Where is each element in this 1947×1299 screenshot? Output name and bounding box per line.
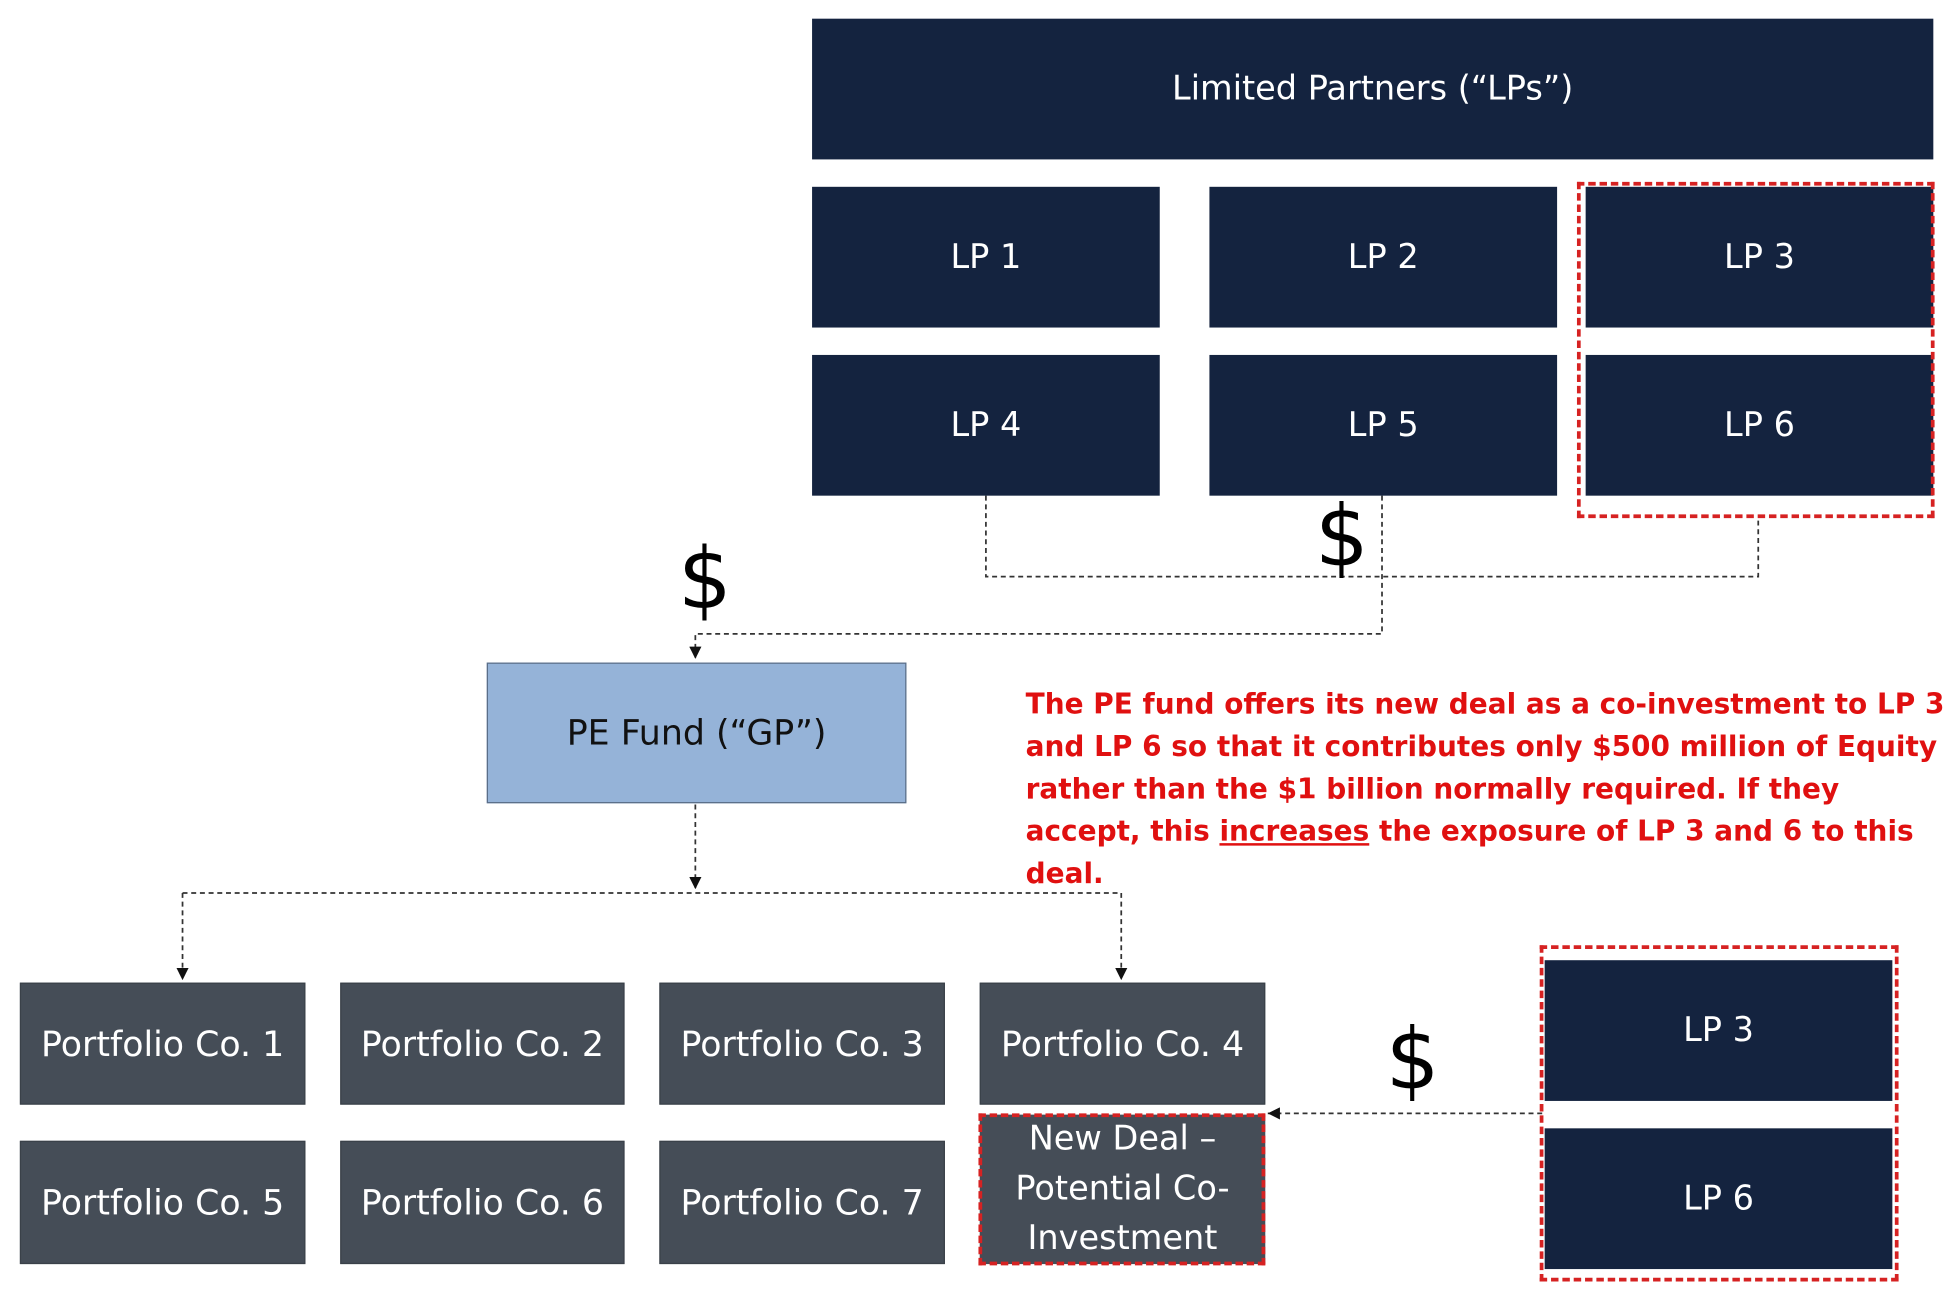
lp-4-label: LP 4 [950, 406, 1022, 445]
portfolio-co-3-box: Portfolio Co. 3 [659, 982, 945, 1105]
dollar-icon-gp: $ [677, 530, 732, 629]
co-investment-note: The PE fund offers its new deal as a co-… [1026, 684, 1945, 896]
portfolio-co-3-label: Portfolio Co. 3 [680, 1023, 924, 1065]
portfolio-co-6-label: Portfolio Co. 6 [360, 1181, 605, 1223]
portfolio-co-1-label: Portfolio Co. 1 [41, 1023, 285, 1065]
portfolio-co-2-label: Portfolio Co. 2 [360, 1023, 605, 1065]
lp-6-label: LP 6 [1724, 406, 1795, 445]
lp-5-box: LP 5 [1209, 354, 1558, 496]
lp-to-gp-arrow [689, 495, 1383, 659]
dollar-icon-coinvest: $ [1385, 1011, 1440, 1110]
dollar-icon-lps: $ [1314, 488, 1369, 587]
coinvest-lp-6-box: LP 6 [1544, 1128, 1893, 1270]
portfolio-co-7-box: Portfolio Co. 7 [659, 1140, 945, 1265]
limited-partners-header-label: Limited Partners (“LPs”) [1172, 69, 1574, 109]
lp-2-label: LP 2 [1347, 237, 1419, 277]
coinvest-lp-6-label: LP 6 [1683, 1179, 1754, 1219]
lp-2-box: LP 2 [1209, 186, 1558, 328]
lp-collector-line [985, 495, 1760, 578]
pe-fund-gp-label: PE Fund (“GP”) [566, 712, 827, 754]
portfolio-co-5-box: Portfolio Co. 5 [19, 1140, 306, 1265]
lp-6-box: LP 6 [1585, 354, 1934, 496]
new-deal-label: New Deal – Potential Co-Investment [1015, 1119, 1230, 1258]
new-deal-box: New Deal – Potential Co-Investment [979, 1114, 1266, 1265]
coinvest-lp-3-label: LP 3 [1683, 1011, 1754, 1050]
pe-fund-gp-box: PE Fund (“GP”) [486, 662, 907, 804]
portfolio-co-6-box: Portfolio Co. 6 [340, 1140, 625, 1265]
portfolio-co-7-label: Portfolio Co. 7 [680, 1181, 924, 1223]
coinvest-lp-3-box: LP 3 [1544, 960, 1893, 1101]
note-text-part2: the exposure of LP 3 and 6 to this deal. [1025, 815, 1914, 891]
lp-3-label: LP 3 [1724, 237, 1795, 277]
note-text-part1: The PE fund offers its new deal as a co-… [1025, 688, 1945, 849]
lp-3-box: LP 3 [1585, 186, 1934, 328]
note-text-underlined: increases [1219, 815, 1370, 849]
portfolio-co-1-box: Portfolio Co. 1 [19, 982, 306, 1105]
limited-partners-header: Limited Partners (“LPs”) [812, 18, 1934, 160]
lp-1-box: LP 1 [812, 186, 1160, 328]
portfolio-co-4-box: Portfolio Co. 4 [979, 982, 1266, 1105]
portfolio-co-2-box: Portfolio Co. 2 [340, 982, 625, 1105]
lp-5-label: LP 5 [1347, 406, 1419, 445]
portfolio-co-4-label: Portfolio Co. 4 [1000, 1023, 1245, 1065]
lp-4-box: LP 4 [812, 354, 1160, 496]
portfolio-co-5-label: Portfolio Co. 5 [41, 1181, 285, 1223]
lp-1-label: LP 1 [950, 237, 1022, 277]
